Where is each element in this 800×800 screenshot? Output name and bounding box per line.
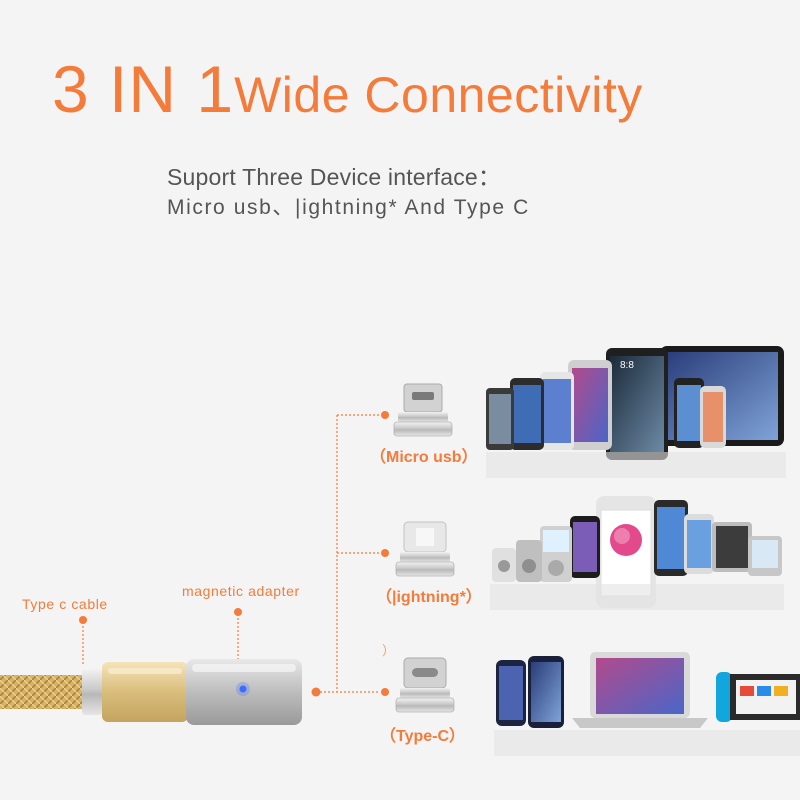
headline-rest: Wide Connectivity <box>234 67 643 123</box>
connector-label-type-c: （Type-C） <box>380 728 466 745</box>
micro-usb-connector <box>393 383 453 437</box>
magnetic-cable <box>0 659 302 725</box>
connector-lines <box>82 414 380 693</box>
type-c-devices <box>496 652 800 728</box>
stray-bracket: ） <box>382 643 396 658</box>
magnetic-adapter-label: magnetic adapter <box>182 583 300 599</box>
headline-prefix: 3 IN 1 <box>52 52 235 126</box>
connector-dots <box>79 411 389 697</box>
headline: 3 IN 1Wide Connectivity <box>52 56 643 122</box>
type-c-cable-label: Type c cable <box>22 596 108 612</box>
subtitle-line-2: Micro usb、|ightning* And Type C <box>167 196 530 219</box>
connector-label-micro-usb: （Micro usb） <box>370 449 478 466</box>
lightning-devices <box>492 496 782 608</box>
lightning-connector <box>395 521 455 577</box>
connector-label-lightning: （|ightning*） <box>376 589 482 606</box>
type-c-connector <box>395 657 455 713</box>
subtitle-line-1: Suport Three Device interface： <box>167 164 502 190</box>
micro-usb-devices <box>486 346 784 460</box>
phone-clock: 8:8 <box>620 360 634 371</box>
